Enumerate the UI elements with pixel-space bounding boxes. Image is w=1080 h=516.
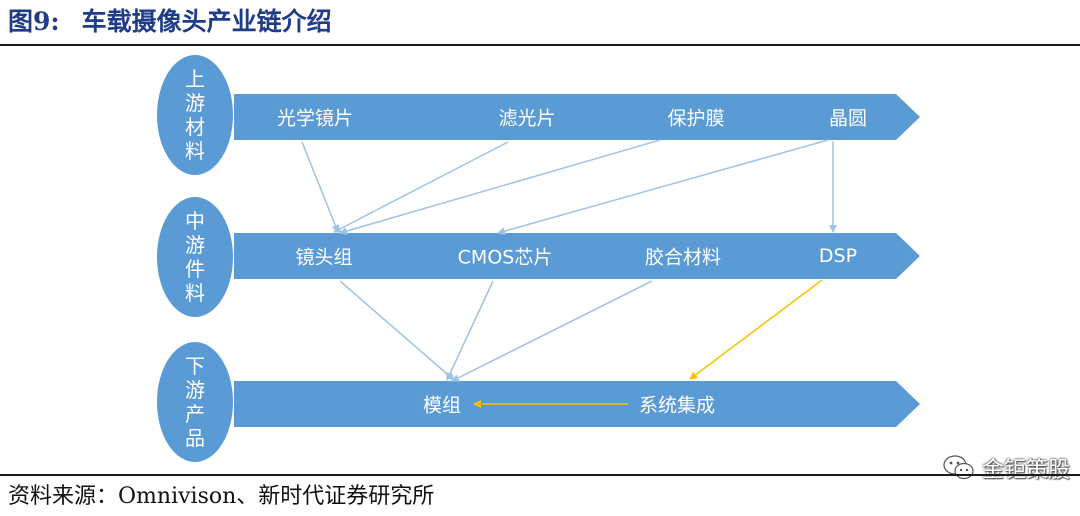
source-note: 资料来源：Omnivison、新时代证券研究所 bbox=[8, 484, 435, 509]
node-wafer: 晶圆 bbox=[828, 107, 868, 130]
arrow-lens-to-lensgroup bbox=[301, 141, 340, 233]
wechat-icon bbox=[943, 455, 974, 480]
arrow-lensgroup-to-module bbox=[339, 280, 455, 381]
bottom-rule bbox=[0, 474, 1080, 476]
stage-midstream: 中游件料 bbox=[157, 197, 233, 317]
arrow-wafer-to-cmos bbox=[497, 139, 829, 235]
arrow-film-to-lensgroup bbox=[339, 139, 661, 235]
node-optical-lens: 光学镜片 bbox=[276, 107, 354, 130]
node-lens-group: 镜头组 bbox=[295, 246, 353, 269]
node-system-integration: 系统集成 bbox=[638, 394, 716, 417]
node-adhesive-material: 胶合材料 bbox=[644, 246, 722, 269]
stage-upstream: 上游材料 bbox=[157, 55, 233, 175]
band-downstream bbox=[234, 381, 920, 427]
arrow-cmos-to-module bbox=[446, 280, 494, 381]
node-dsp: DSP bbox=[818, 245, 858, 267]
figure-title-text: 车载摄像头产业链介绍 bbox=[81, 7, 332, 36]
node-protective-film: 保护膜 bbox=[667, 107, 725, 130]
band-midstream bbox=[234, 233, 920, 279]
node-filter: 滤光片 bbox=[498, 107, 556, 130]
stage-downstream: 下游产品 bbox=[157, 342, 233, 462]
figure-title: 图9: 车载摄像头产业链介绍 bbox=[8, 4, 332, 40]
watermark: 金钜策股 bbox=[942, 448, 1070, 488]
arrow-filter-to-lensgroup bbox=[333, 141, 509, 233]
band-upstream bbox=[234, 94, 920, 140]
arrow-adhesive-to-module bbox=[451, 280, 653, 382]
watermark-text: 金钜策股 bbox=[981, 458, 1070, 483]
arrow-dsp-to-integration bbox=[689, 279, 823, 380]
node-cmos-chip: CMOS芯片 bbox=[457, 246, 553, 269]
top-rule bbox=[0, 44, 1080, 46]
figure-label: 图9: bbox=[8, 7, 60, 36]
node-module: 模组 bbox=[422, 394, 462, 417]
